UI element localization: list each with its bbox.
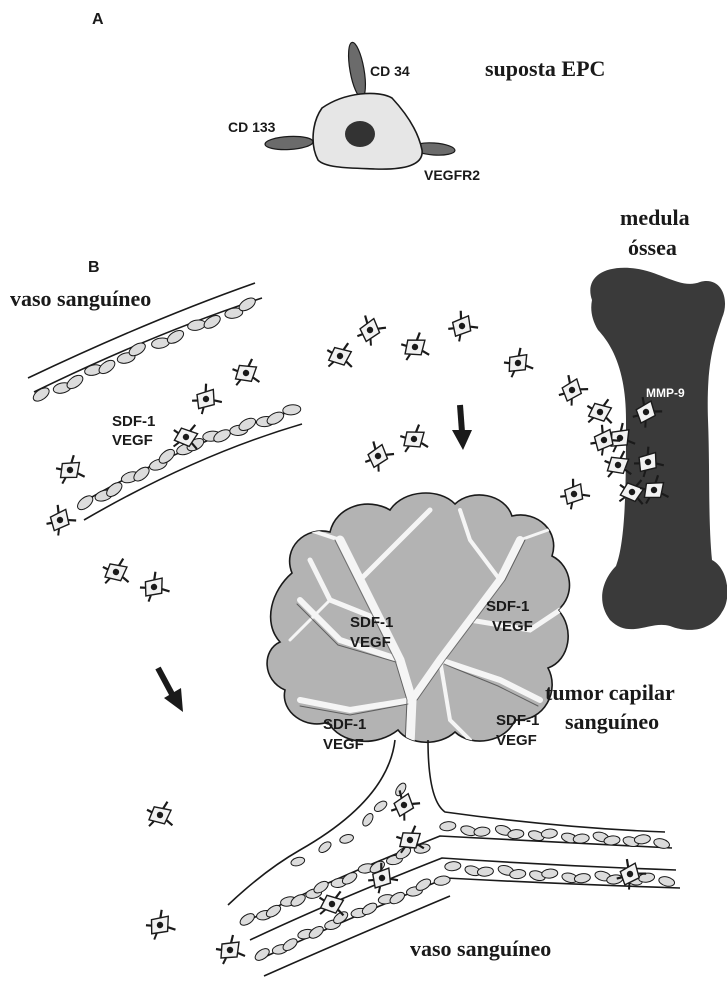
tumor-label-2: sanguíneo [565,709,659,734]
vessel-factors: SDF-1 VEGF [112,413,155,449]
red-blood-cell [573,833,590,844]
red-blood-cell [289,892,307,908]
red-blood-cell [634,834,651,845]
epc-cell [557,476,593,512]
red-blood-cell [541,868,558,879]
epc-cell [142,796,179,833]
panel-a-title: suposta EPC [485,56,605,81]
panel-b-label: B [88,259,100,276]
epc-cell [99,554,135,590]
vessel-bottom-label: vaso sanguíneo [410,936,551,961]
epc-cell [350,310,390,350]
sdf1-label-vessel: SDF-1 [112,413,155,430]
mmp9-label: MMP-9 [646,386,685,400]
red-blood-cell [339,833,355,845]
bone-marrow-label-2: óssea [628,235,677,260]
sdf1-label-tumor-1: SDF-1 [350,614,393,631]
sdf1-label-tumor-4: SDF-1 [496,712,539,729]
epc-cell [582,393,620,431]
epc-cell [399,330,431,362]
red-blood-cells-top [31,295,301,512]
panel-a-label: A [92,11,104,28]
epc-cell-large [265,41,456,169]
vegf-label-tumor-2: VEGF [492,618,533,635]
red-blood-cell [658,875,676,888]
red-blood-cell [212,427,233,444]
cd133-marker [265,135,314,150]
epc-cell [139,571,171,603]
red-blood-cell [361,812,375,828]
epc-cell [42,501,79,538]
red-blood-cell [307,924,325,941]
bone-marrow-label-1: medula [620,205,690,230]
red-blood-cell [574,873,591,884]
red-blood-cell [282,404,301,416]
red-blood-cell [474,826,491,837]
red-blood-cell [290,856,306,868]
cd34-label: CD 34 [370,63,410,79]
epc-cell [503,347,533,377]
epc-cell [216,935,245,964]
arrow-diagonal [158,668,183,712]
red-blood-cell [253,946,271,963]
sdf1-label-tumor-2: SDF-1 [486,598,529,615]
red-blood-cell [477,866,494,877]
epc-cell [322,337,359,374]
vessel-top-label: vaso sanguíneo [10,286,151,311]
red-blood-cell [434,875,451,886]
bone-marrow [590,268,727,630]
cd133-label: CD 133 [228,119,276,135]
vegf-label-tumor-4: VEGF [496,732,537,749]
sdf1-label-tumor-3: SDF-1 [323,716,366,733]
red-blood-cell [187,319,206,332]
vegf-label-tumor-3: VEGF [323,736,364,753]
cell-nucleus [345,121,375,147]
epc-cell [398,422,431,455]
vegfr2-label: VEGFR2 [424,167,480,183]
vegf-label-tumor-1: VEGF [350,634,391,651]
blood-vessel-top [28,283,302,520]
epc-cell [358,436,397,475]
red-blood-cell [317,840,333,855]
epc-cell [553,370,592,409]
red-blood-cell [541,828,558,839]
tumor-label-1: tumor capilar [545,680,675,705]
epc-cell [189,381,223,415]
arrow-down [452,405,472,450]
vegf-label-vessel: VEGF [112,432,153,449]
red-blood-cell [373,799,389,814]
epc-cell [444,307,480,343]
red-blood-cell [238,911,256,927]
epc-cell [145,909,176,940]
cd34-marker [345,41,369,99]
red-blood-cell [439,821,456,832]
red-blood-cell [444,861,461,872]
epc-cell [229,355,263,389]
red-blood-cell [388,890,406,906]
epc-cell [55,454,85,484]
